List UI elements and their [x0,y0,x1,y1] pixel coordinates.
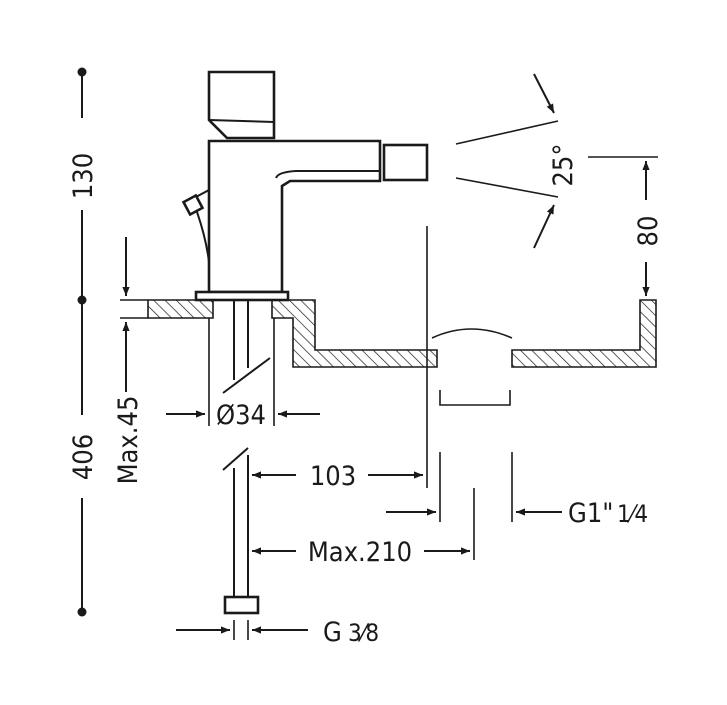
dim-endpoint-bottom [77,607,87,617]
mixer-body [181,70,429,302]
dim-endpoint-top [77,67,87,77]
deck-thickness-dimension: Max.45 [113,237,148,484]
popup-lever-knob [181,193,205,217]
popup-rod [196,211,210,263]
dim-label-130: 130 [68,153,99,199]
supply-pipes [222,300,271,615]
dim-label-diameter: Ø34 [216,400,266,431]
waste-outlet [439,390,511,406]
bowl-right-hatch [511,299,657,368]
mixer-column [207,139,382,294]
dim-label-g: G [323,617,342,648]
spray-nozzle [382,143,429,182]
waste-thread-dimension: G1" 1⁄4 [386,452,648,529]
break-mark-upper [222,357,271,394]
dim-label-406: 406 [68,434,99,480]
jet-lower-line [455,177,559,198]
dim-label-g1: G1" [568,498,613,529]
dim-label-g-fraction: 3⁄8 [348,619,379,647]
jet-upper-line [455,120,559,145]
spout-height-dimension: 80 [588,156,664,296]
drain-arc [431,328,513,339]
jet-angle-dimension: 25° [455,73,579,249]
dim-label-max210: Max.210 [308,537,412,568]
dim-label-angle: 25° [548,143,579,186]
mixer-handle [207,70,276,140]
bowl-left-hatch [271,299,438,368]
dim-label-max45: Max.45 [113,396,144,485]
spout-reach-dimension: 103 [252,226,428,492]
max-distance-dimension: Max.210 [252,488,475,568]
supply-thread-dimension: G 3⁄8 [176,617,379,648]
supply-connector [223,595,260,615]
dim-label-103: 103 [310,461,356,492]
dim-endpoint-mid [77,295,87,305]
base-diameter-dimension: Ø34 [166,318,320,431]
dim-label-80: 80 [633,216,664,247]
break-mark-lower [222,447,249,471]
deck-left-hatch [147,299,214,319]
base-ring [194,290,290,302]
dim-label-g1-fraction: 1⁄4 [617,500,648,528]
deck-section [147,299,657,406]
left-height-dimension: 130 406 [68,67,99,617]
